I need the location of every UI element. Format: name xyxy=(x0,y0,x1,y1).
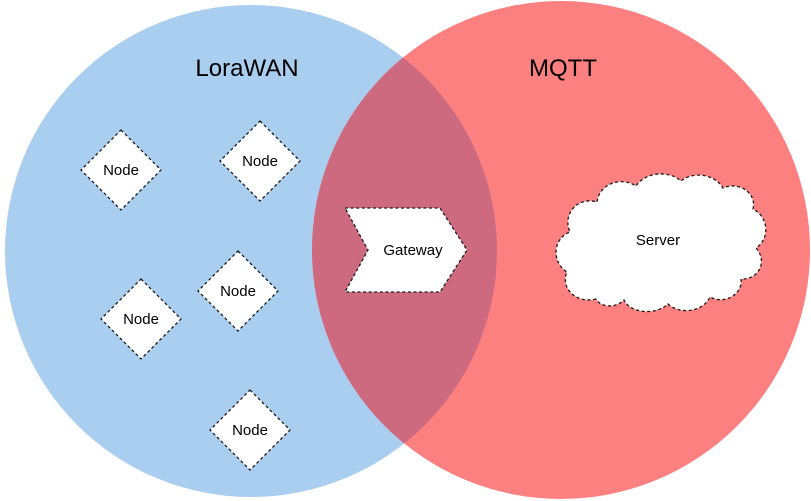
lorawan-title: LoraWAN xyxy=(195,55,298,82)
server-label: Server xyxy=(636,232,680,249)
server-shape: Server xyxy=(555,173,767,313)
node-shape-1: Node xyxy=(80,129,162,211)
node-label: Node xyxy=(103,162,139,179)
node-label: Node xyxy=(123,311,159,328)
overlap-region xyxy=(312,5,497,497)
node-diamond-icon xyxy=(209,389,291,471)
node-label: Node xyxy=(242,153,278,170)
gateway-chevron-icon xyxy=(343,207,468,293)
node-shape-2: Node xyxy=(219,120,301,202)
node-label: Node xyxy=(232,422,268,439)
node-diamond-icon xyxy=(80,129,162,211)
node-diamond-icon xyxy=(219,120,301,202)
node-diamond-icon xyxy=(100,278,182,360)
node-diamond-icon xyxy=(197,250,279,332)
node-shape-3: Node xyxy=(100,278,182,360)
gateway-shape: Gateway xyxy=(343,207,468,293)
node-shape-5: Node xyxy=(209,389,291,471)
gateway-label: Gateway xyxy=(383,242,443,259)
node-label: Node xyxy=(220,283,256,300)
node-shape-4: Node xyxy=(197,250,279,332)
server-cloud-icon xyxy=(555,173,767,313)
mqtt-title: MQTT xyxy=(529,55,597,82)
